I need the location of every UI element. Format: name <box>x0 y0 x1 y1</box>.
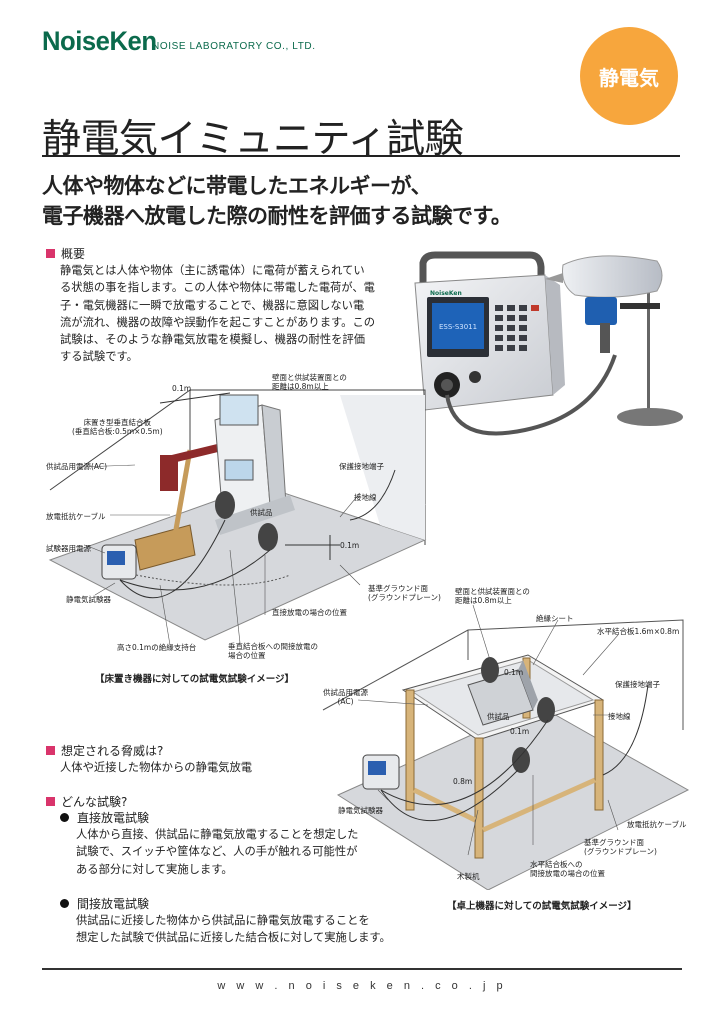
floor-simulator-label: 静電気試験器 <box>66 595 111 604</box>
footer-divider <box>42 968 682 970</box>
floor-indirect-label: 垂直結合板への間接放電の 場合の位置 <box>228 642 318 660</box>
direct-test-line: 人体から直接、供試品に静電気放電することを想定した <box>76 828 359 841</box>
floor-setup-diagram <box>48 389 427 646</box>
floor-tester-power-label: 試験器用電源 <box>46 544 91 553</box>
overview-line: 試験は、そのような静電気放電を模擬し、機器の耐性を評価 <box>60 333 366 347</box>
overview-heading-text: 概要 <box>61 247 86 261</box>
floor-resistor-cable-label: 放電抵抗ケーブル <box>46 512 106 521</box>
tabletop-setup-diagram <box>322 604 690 890</box>
floor-gap-top-label: 0.1m <box>172 384 192 393</box>
indirect-test-title: 間接放電試験 <box>60 895 149 912</box>
overview-line: 流が流れ、機器の故障や誤動作を起こすことがあります。この <box>60 315 376 329</box>
overview-line: 子・電気機器に一瞬で放電することで、機器に意図しない電 <box>60 298 365 312</box>
table-eut-label: 供試品 <box>487 712 510 721</box>
device-screen-text: ESS-S3011 <box>439 323 477 331</box>
website-url[interactable]: w w w . n o i s e k e n . c o . j p <box>217 980 507 992</box>
threat-heading: 想定される脅威は? <box>46 742 163 759</box>
table-power-label: 供試品用電源 (AC) <box>323 688 368 706</box>
page-title: 静電気イミュニティ試験 <box>42 117 464 162</box>
direct-test-title-text: 直接放電試験 <box>77 811 150 825</box>
company-name: NOISE LABORATORY CO., LTD. <box>152 41 316 52</box>
table-ground-wire-label: 接地線 <box>608 712 631 721</box>
indirect-test-line: 想定した試験で供試品に近接した結合板に対して実施します。 <box>76 931 391 945</box>
bullet-dot-icon <box>60 813 69 822</box>
table-ref-plane-label: 基準グラウンド面 (グラウンドプレーン) <box>584 838 657 856</box>
indirect-test-body: 供試品に近接した物体から供試品に静電気放電することを 想定した試験で供試品に近接… <box>76 912 391 947</box>
floor-vcp-label: 床置き型垂直結合板 (垂直結合板:0.5m×0.5m) <box>72 418 163 436</box>
lead-line-1: 人体や物体などに帯電したエネルギーが、 <box>42 174 432 198</box>
direct-test-body: 人体から直接、供試品に静電気放電することを想定した 試験で、スイッチや筐体など、… <box>76 826 358 878</box>
tests-heading: どんな試験? <box>46 793 127 810</box>
bullet-dot-icon <box>60 899 69 908</box>
overview-line: る状態の事を指します。この人体や物体に帯電した電荷が、電 <box>60 281 375 295</box>
section-bullet-icon <box>46 746 55 755</box>
table-desk-label: 木製机 <box>457 872 480 881</box>
category-badge: 静電気 <box>580 27 678 125</box>
threat-text: 人体や近接した物体からの静電気放電 <box>60 761 253 774</box>
table-simulator-label: 静電気試験器 <box>338 806 383 815</box>
table-resistor-cable-label: 放電抵抗ケーブル <box>627 820 687 829</box>
tests-heading-text: どんな試験? <box>61 795 128 809</box>
overview-body: 静電気とは人体や物体（主に誘電体）に電荷が蓄えられてい る状態の事を指します。こ… <box>60 262 405 366</box>
floor-power-label: 供試品用電源(AC) <box>46 462 108 471</box>
threat-heading-text: 想定される脅威は? <box>61 744 164 758</box>
section-bullet-icon <box>46 249 55 258</box>
section-bullet-icon <box>46 797 55 806</box>
lead-line-2: 電子機器へ放電した際の耐性を評価する試験です。 <box>42 204 512 228</box>
table-hcp-label: 水平結合板1.6m×0.8m <box>597 627 680 636</box>
floor-ground-terminal-label: 保護接地端子 <box>339 462 384 471</box>
esd-simulator-photo: ESS-S3011 NoiseKen <box>414 251 683 436</box>
floor-insulator-label: 高さ0.1mの絶縁支持台 <box>117 643 197 652</box>
direct-test-title: 直接放電試験 <box>60 809 149 826</box>
table-gap-top-label: 0.1m <box>504 668 524 677</box>
table-ground-terminal-label: 保護接地端子 <box>615 680 660 689</box>
floor-diagram-caption: 【床置き機器に対しての試電気試験イメージ】 <box>95 674 295 685</box>
floor-wall-distance-label: 壁面と供試装置面との 距離は0.8m以上 <box>272 373 347 391</box>
table-insulating-sheet-label: 絶縁シート <box>536 614 574 623</box>
table-diagram-caption: 【卓上機器に対しての試電気試験イメージ】 <box>447 901 637 912</box>
table-indirect-label: 水平結合板への 間接放電の場合の位置 <box>530 860 605 878</box>
floor-ref-plane-label: 基準グラウンド面 (グラウンドプレーン) <box>368 584 441 602</box>
overview-line: する試験です。 <box>60 350 138 364</box>
table-height-label: 0.8m <box>453 777 473 786</box>
floor-eut-label: 供試品 <box>250 508 273 517</box>
indirect-test-line: 供試品に近接した物体から供試品に静電気放電することを <box>76 914 370 927</box>
floor-gap-side-label: 0.1m <box>340 541 360 550</box>
table-wall-distance-label: 壁面と供試装置面との 距離は0.8m以上 <box>455 587 530 605</box>
overview-line: 静電気とは人体や物体（主に誘電体）に電荷が蓄えられてい <box>60 264 365 277</box>
brand-logo: NoiseKen <box>42 26 157 56</box>
table-gap-side-label: 0.1m <box>510 727 530 736</box>
floor-direct-label: 直接放電の場合の位置 <box>272 608 347 617</box>
floor-ground-wire-label: 接地線 <box>354 493 377 502</box>
title-divider <box>42 155 680 157</box>
device-brand-text: NoiseKen <box>430 290 462 297</box>
indirect-test-title-text: 間接放電試験 <box>77 897 150 911</box>
direct-test-line: ある部分に対して実施します。 <box>76 862 233 876</box>
direct-test-line: 試験で、スイッチや筐体など、人の手が触れる可能性が <box>76 845 358 859</box>
overview-heading: 概要 <box>46 245 85 262</box>
